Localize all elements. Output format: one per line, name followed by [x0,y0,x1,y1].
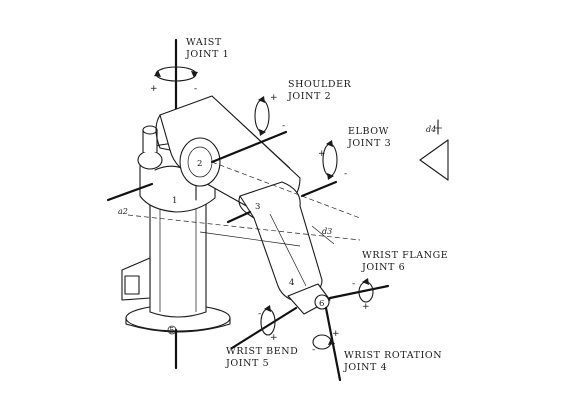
dimension-d3-label: d3 [322,227,332,236]
waist-plus-sign: + [150,84,158,94]
wrist-flange-minus-sign: - [352,279,355,289]
waist-name-label: WAIST [186,37,222,48]
elbow-minus-sign: - [344,169,347,179]
wrist-flange-joint-label: JOINT 6 [361,262,405,273]
shoulder-plus-sign: + [270,93,278,103]
joint-number-1: 1 [172,196,177,206]
elbow-joint-label: JOINT 3 [347,138,391,149]
d3-reference-line [211,161,361,219]
wrist-bend-name-label: WRIST BEND [226,346,298,357]
a2-reference-line [127,214,361,241]
wrist-flange-rotation-arrow [358,278,374,303]
joint-number-5: 5 [169,326,174,336]
forearm [238,181,331,315]
elbow-name-label: ELBOW [348,126,389,137]
wrist-flange-plus-sign: + [362,302,370,312]
shoulder-joint-label: JOINT 2 [287,91,331,102]
wrist-bend-joint-label: JOINT 5 [225,358,269,369]
wrist-rotation-name-label: WRIST ROTATION [344,350,442,361]
a2-dimension-line [199,231,301,247]
elbow-axis-right [300,180,338,198]
dimension-d4-label: d4 [426,125,436,134]
wrist-rotation-joint-label: JOINT 4 [343,362,387,373]
shoulder-name-label: SHOULDER [288,79,352,90]
waist-rotation-arrow [154,66,198,82]
joint-number-3: 3 [255,202,260,212]
d3-dimension-line [311,225,335,245]
elbow-rotation-arrow [322,140,338,180]
joint-number-6: 6 [319,299,324,309]
wrist-bend-rotation-arrow [260,305,276,336]
shoulder-rotation-arrow [254,96,270,136]
shoulder-minus-sign: - [282,121,285,131]
wrist-rotation-plus-sign: + [332,329,340,339]
wrist-flange-name-label: WRIST FLANGE [362,250,448,261]
shoulder-axis-right [210,130,288,164]
joint-number-2: 2 [197,159,202,169]
waist-joint-label: JOINT 1 [185,49,229,60]
right-detail [419,119,449,181]
wrist-bend-minus-sign: - [258,309,261,319]
wrist-rotation-rotation-arrow [312,334,335,350]
upper-arm [155,95,301,209]
joint-number-4: 4 [289,278,294,288]
wrist-rotation-minus-sign: - [312,345,315,355]
dimension-a2-label: a2 [118,207,128,216]
base-pedestal [121,199,231,335]
elbow-plus-sign: + [318,149,326,159]
shoulder-axis-left [106,182,154,202]
elbow-axis-left [226,210,252,224]
waist-minus-sign: - [194,84,197,94]
wrist-bend-axis [230,306,298,350]
wrist-bend-plus-sign: + [270,333,278,343]
